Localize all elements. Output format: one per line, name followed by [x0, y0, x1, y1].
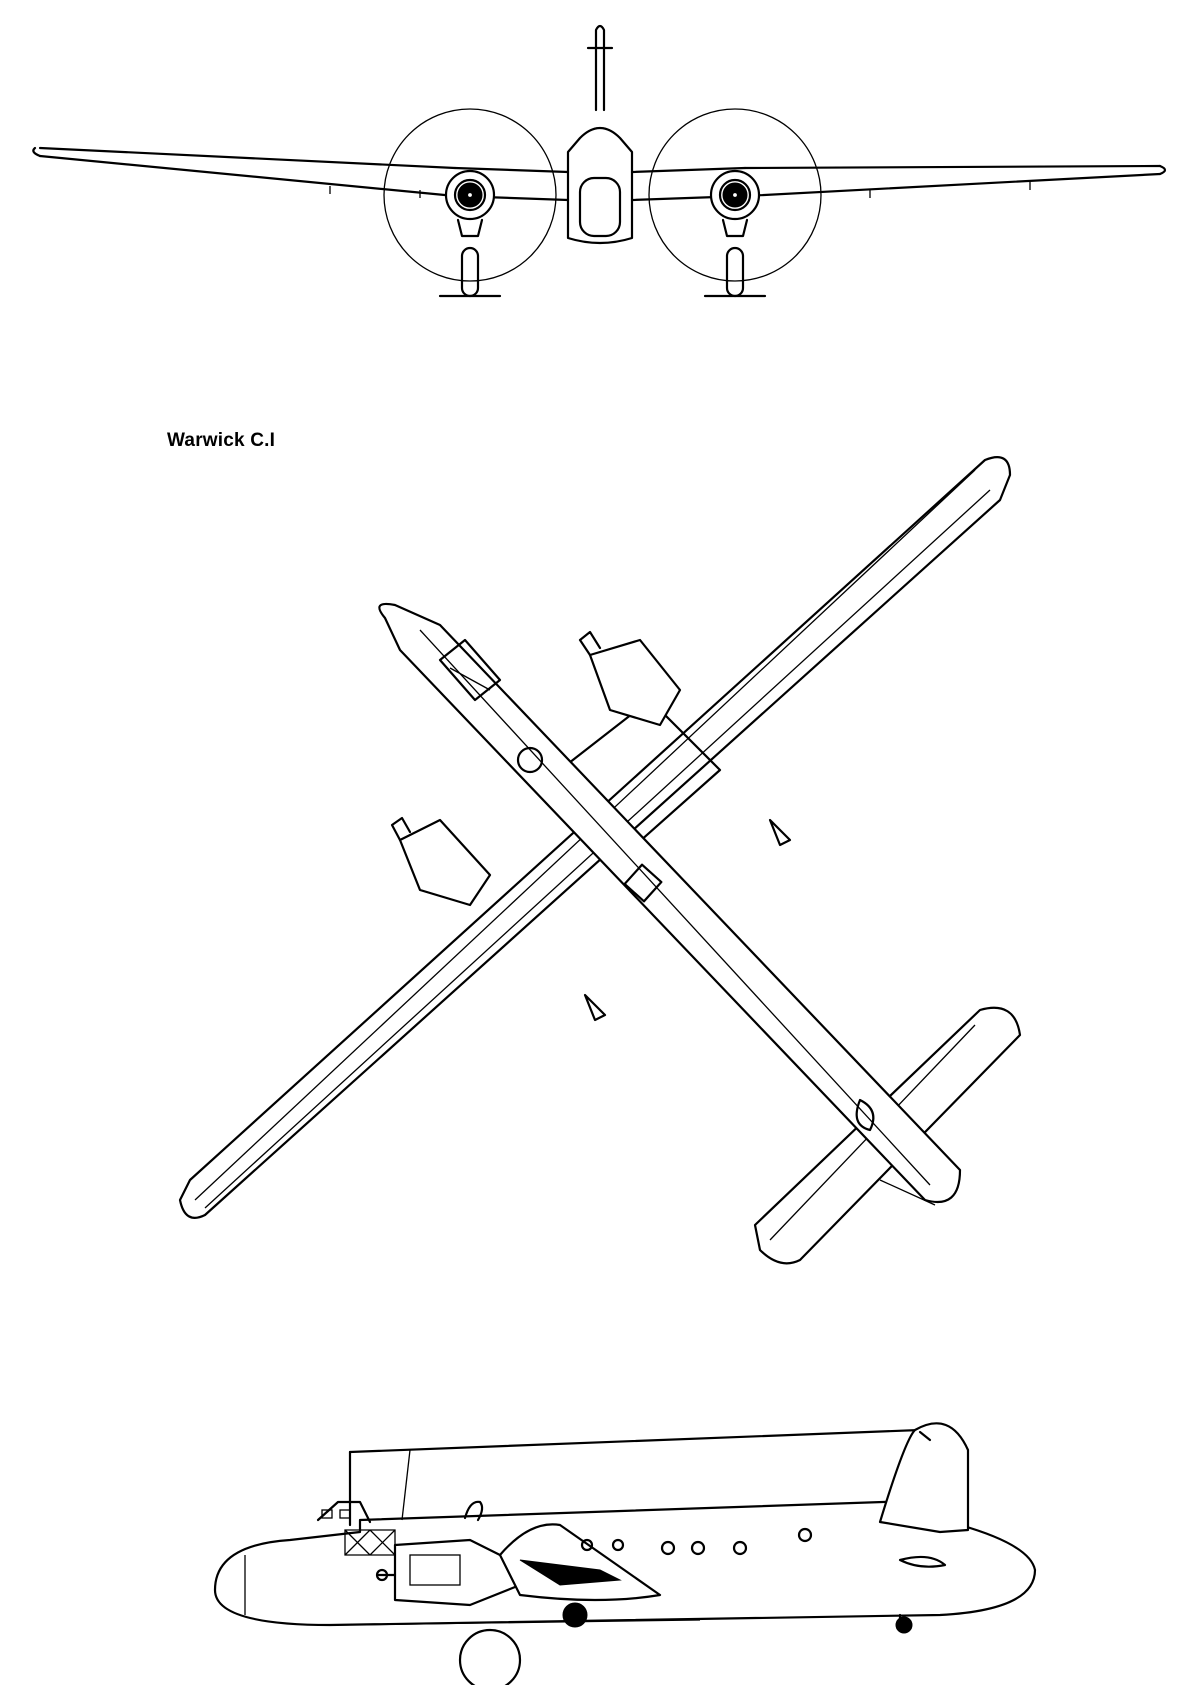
side-view	[213, 1422, 1037, 1690]
plan-view	[178, 456, 1022, 1265]
aircraft-title: Warwick C.I	[167, 430, 276, 451]
front-view	[32, 24, 1167, 298]
